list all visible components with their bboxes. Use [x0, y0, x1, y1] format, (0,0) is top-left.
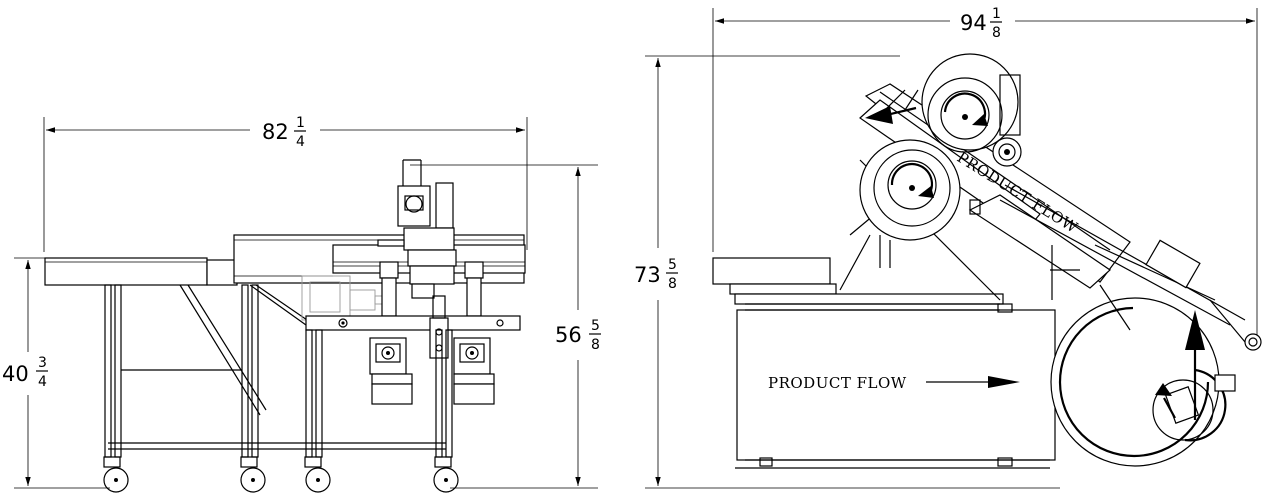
right-height-dimension: 73 5 8	[634, 55, 1060, 489]
lower-bed-plate	[305, 295, 521, 359]
upper-roll	[921, 53, 1021, 153]
overall-length-numerator: 1	[296, 115, 305, 131]
lower-roll	[859, 139, 981, 268]
overall-height-numerator: 5	[591, 318, 600, 334]
right-length-whole: 94	[960, 11, 987, 35]
left-frame	[104, 284, 316, 458]
print-head-assembly	[377, 159, 457, 299]
infeed-conveyor	[44, 257, 238, 286]
feed-tray	[712, 257, 1004, 305]
adjustment-knob	[992, 137, 1022, 167]
inclined-conveyor: PRODUCT FLOW	[839, 83, 1246, 326]
end-elevation-view: 94 1 8 73 5 8	[634, 6, 1262, 489]
drive-motor-right	[453, 337, 495, 405]
right-height-denominator: 8	[668, 276, 677, 292]
overall-height-denominator: 8	[591, 337, 600, 353]
table-height-denominator: 4	[38, 374, 47, 390]
overall-length-dimension: 82 1 4	[43, 115, 528, 252]
return-loop	[1050, 284, 1262, 467]
table-height-dimension: 40 3 4	[2, 257, 110, 489]
table-height-whole: 40	[2, 362, 29, 386]
right-height-whole: 73	[634, 263, 661, 287]
overall-length-denominator: 4	[296, 134, 305, 150]
main-conveyor: PRODUCT FLOW	[735, 303, 1056, 469]
caster-wheels	[103, 456, 459, 493]
right-length-dimension: 94 1 8	[712, 6, 1258, 340]
drive-motor-left	[369, 337, 413, 405]
right-length-numerator: 1	[992, 6, 1001, 22]
horizontal-product-flow-label: PRODUCT FLOW	[768, 374, 907, 392]
side-elevation-view: 82 1 4 56 5 8 40 3 4	[2, 115, 601, 493]
overall-length-whole: 82	[262, 120, 289, 144]
overall-height-dimension: 56 5 8	[410, 164, 601, 489]
overall-height-whole: 56	[555, 323, 582, 347]
right-length-denominator: 8	[992, 25, 1001, 41]
table-height-numerator: 3	[38, 355, 47, 371]
right-height-numerator: 5	[668, 257, 677, 273]
